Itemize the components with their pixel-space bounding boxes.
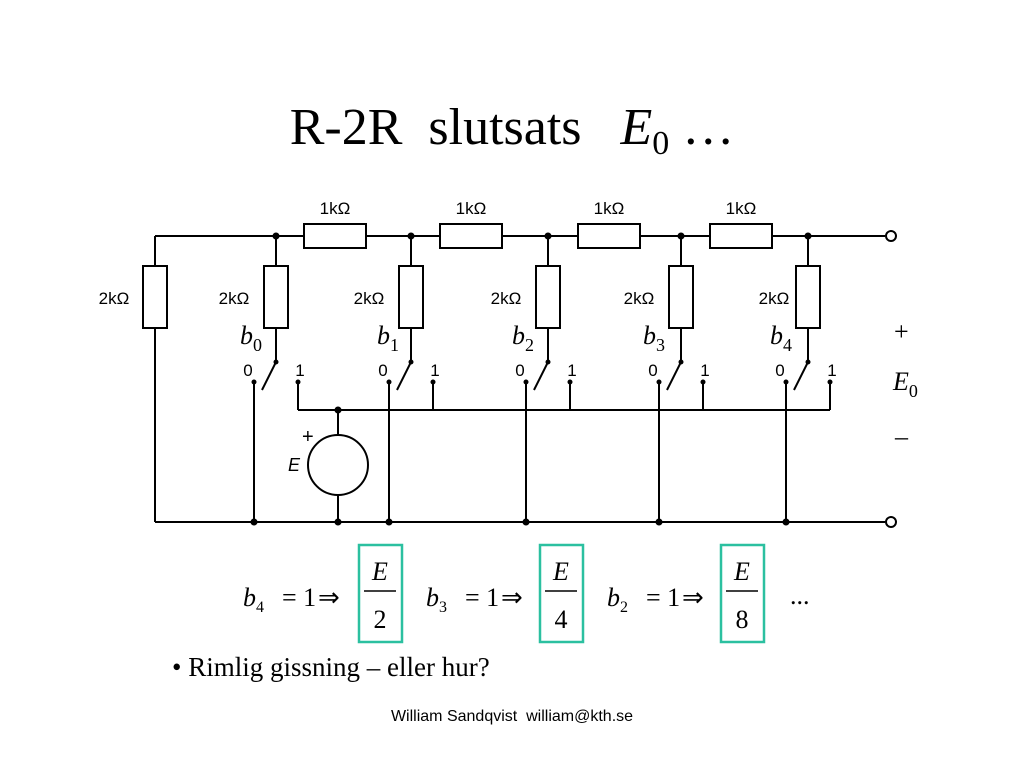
output-minus-sign: – bbox=[894, 422, 909, 451]
svg-text:⇒: ⇒ bbox=[318, 583, 340, 612]
bit-label-b3: b3 bbox=[643, 321, 665, 355]
output-plus-sign: + bbox=[894, 317, 909, 346]
series-resistor-label: 1kΩ bbox=[456, 199, 487, 218]
r2r-circuit-diagram: 1kΩ 1kΩ 1kΩ 1kΩ 2kΩ 2kΩ 2kΩ 2kΩ 2kΩ 2kΩ … bbox=[99, 199, 918, 528]
resistor-2k bbox=[142, 265, 168, 329]
footer-email: william@kth.se bbox=[526, 708, 634, 725]
svg-text:E: E bbox=[733, 557, 750, 586]
series-resistor-label: 1kΩ bbox=[594, 199, 625, 218]
shunt-resistor-label: 2kΩ bbox=[354, 289, 385, 308]
shunt-resistor-label: 2kΩ bbox=[219, 289, 250, 308]
svg-text:⇒: ⇒ bbox=[501, 583, 523, 612]
svg-text:b2: b2 bbox=[607, 583, 628, 616]
shunt-resistor-label: 2kΩ bbox=[491, 289, 522, 308]
title-subscript: 0 bbox=[652, 125, 670, 162]
highlight-box bbox=[357, 543, 404, 644]
svg-text:8: 8 bbox=[736, 605, 749, 634]
switch-label-1: 1 bbox=[827, 361, 836, 380]
slide-footer: William Sandqvist william@kth.se bbox=[0, 708, 1024, 726]
switch-label-1: 1 bbox=[567, 361, 576, 380]
svg-text:E: E bbox=[552, 557, 569, 586]
equation-b4: b4 = 1 ⇒ E 2 bbox=[243, 543, 404, 644]
shunt-resistor-label: 2kΩ bbox=[624, 289, 655, 308]
series-resistor-label: 1kΩ bbox=[726, 199, 757, 218]
switch-label-0: 0 bbox=[515, 361, 524, 380]
bit-label-b4: b4 bbox=[770, 321, 792, 355]
svg-text:4: 4 bbox=[555, 605, 568, 634]
output-terminal-bottom bbox=[885, 516, 897, 528]
switch-label-0: 0 bbox=[648, 361, 657, 380]
svg-text:2: 2 bbox=[374, 605, 387, 634]
svg-text:= 1: = 1 bbox=[282, 583, 316, 612]
bullet-text: Rimlig gissning – eller hur? bbox=[181, 652, 490, 682]
bullet-symbol: • bbox=[172, 652, 182, 682]
weight-equations: b4 = 1 ⇒ E 2 b3 = 1 ⇒ E 4 b2 = 1 ⇒ E 8 bbox=[243, 543, 810, 644]
output-voltage-label: E0 bbox=[892, 367, 918, 401]
slide-title: R-2R slutsats E0 … bbox=[0, 98, 1024, 174]
switch-label-0: 0 bbox=[378, 361, 387, 380]
source-label: E bbox=[288, 455, 301, 475]
series-resistor-label: 1kΩ bbox=[320, 199, 351, 218]
resistor-1k bbox=[709, 223, 773, 249]
highlight-box bbox=[538, 543, 585, 644]
resistor-2k bbox=[795, 265, 821, 329]
switch-label-0: 0 bbox=[775, 361, 784, 380]
resistor-2k bbox=[263, 265, 289, 329]
equation-b3: b3 = 1 ⇒ E 4 bbox=[426, 543, 585, 644]
resistor-2k bbox=[535, 265, 561, 329]
switch-label-1: 1 bbox=[295, 361, 304, 380]
switch-label-0: 0 bbox=[243, 361, 252, 380]
equation-b2: b2 = 1 ⇒ E 8 bbox=[607, 543, 766, 644]
resistor-1k bbox=[577, 223, 641, 249]
svg-text:b4: b4 bbox=[243, 583, 264, 616]
voltage-source bbox=[307, 434, 369, 496]
svg-text:= 1: = 1 bbox=[646, 583, 680, 612]
switch-label-1: 1 bbox=[700, 361, 709, 380]
bit-label-b1: b1 bbox=[377, 321, 399, 355]
resistor-2k bbox=[398, 265, 424, 329]
bullet-point: • Rimlig gissning – eller hur? bbox=[172, 650, 490, 684]
highlight-box bbox=[719, 543, 766, 644]
footer-author: William Sandqvist bbox=[390, 708, 518, 725]
title-text: R-2R slutsats bbox=[289, 99, 582, 156]
title-suffix: … bbox=[669, 99, 735, 156]
bit-label-b2: b2 bbox=[512, 321, 534, 355]
svg-text:b3: b3 bbox=[426, 583, 447, 616]
shunt-resistor-label: 2kΩ bbox=[99, 289, 130, 308]
equations-ellipsis: ... bbox=[790, 581, 810, 610]
resistor-2k bbox=[668, 265, 694, 329]
svg-text:⇒: ⇒ bbox=[682, 583, 704, 612]
svg-text:E: E bbox=[371, 557, 388, 586]
shunt-resistor-label: 2kΩ bbox=[759, 289, 790, 308]
title-variable: E bbox=[620, 99, 653, 156]
output-terminal-top bbox=[885, 230, 897, 242]
resistor-1k bbox=[439, 223, 503, 249]
switch-label-1: 1 bbox=[430, 361, 439, 380]
bit-label-b0: b0 bbox=[240, 321, 262, 355]
resistor-1k bbox=[303, 223, 367, 249]
svg-text:= 1: = 1 bbox=[465, 583, 499, 612]
source-plus-sign: + bbox=[302, 426, 314, 448]
